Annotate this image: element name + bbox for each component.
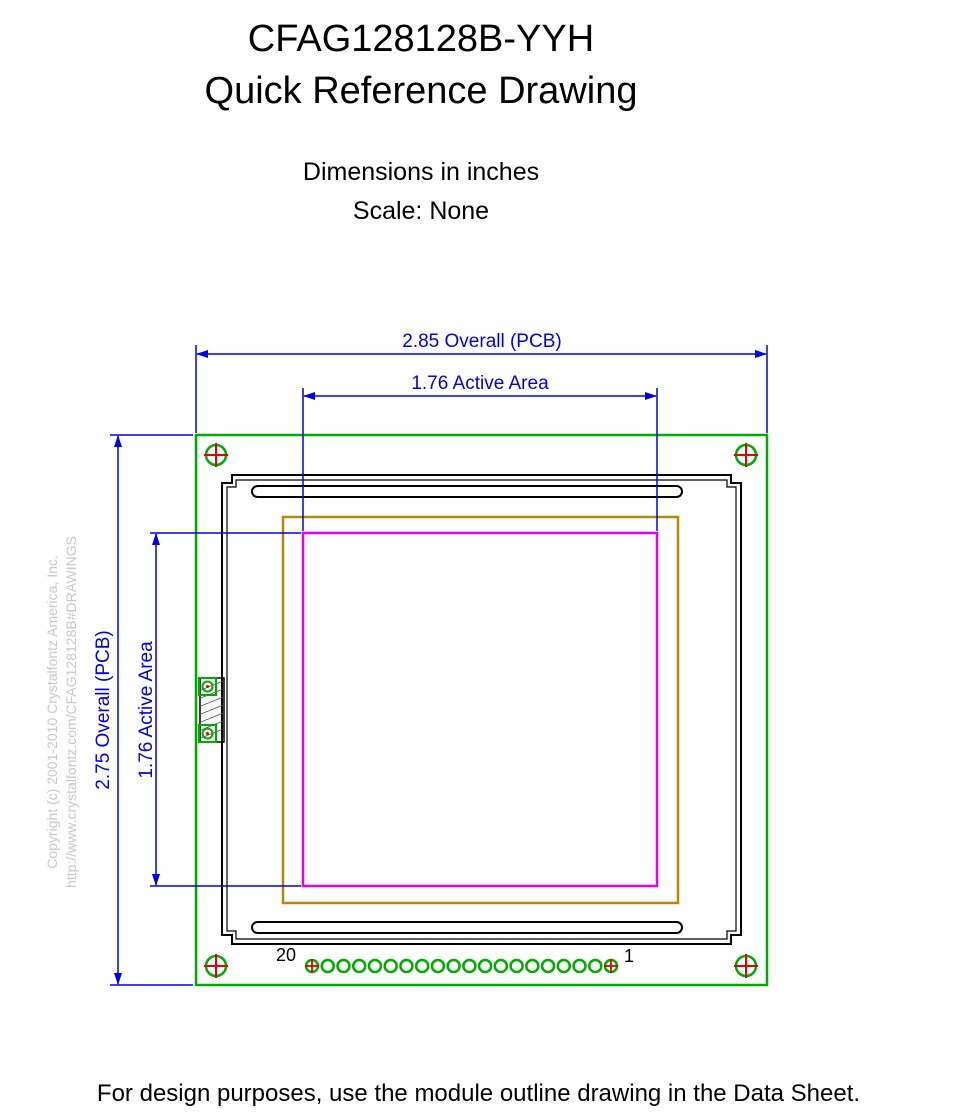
mounting-hole	[734, 954, 758, 978]
copyright-line: Copyright (c) 2001-2010 Crystalfontz Ame…	[44, 555, 60, 869]
mounting-hole	[204, 954, 228, 978]
units-note: Dimensions in inches	[302, 158, 540, 186]
pcb-outline	[194, 433, 769, 987]
active-height-label: 1.76 Active Area	[136, 641, 157, 779]
scale-note: Scale: None	[352, 197, 490, 225]
side-connector	[198, 677, 225, 743]
connector-pin	[336, 958, 351, 974]
overall-width-label: 2.85 Overall (PCB)	[402, 331, 561, 352]
connector-pin	[320, 958, 335, 974]
connector-pin	[304, 958, 320, 974]
connector-pin	[399, 958, 414, 974]
connector-pin	[367, 958, 383, 974]
connector-pin	[588, 958, 603, 974]
mounting-hole	[734, 443, 758, 467]
connector-pin	[446, 958, 461, 974]
active-area	[301, 531, 659, 888]
overall-height-label: 2.75 Overall (PCB)	[93, 630, 114, 789]
active-width-label: 1.76 Active Area	[411, 373, 549, 394]
overall-width-dimension	[195, 345, 768, 433]
pin-label-first: 1	[624, 946, 634, 966]
footer-note: For design purposes, use the module outl…	[96, 1080, 861, 1107]
connector-pin	[351, 958, 367, 974]
drawing-title: CFAG128128B-YYH	[247, 18, 595, 60]
connector-pin	[462, 958, 477, 974]
connector-pin	[572, 958, 587, 974]
top-slot	[251, 485, 683, 498]
metal-frame	[221, 474, 742, 945]
connector-pin	[603, 958, 619, 974]
connector-pin	[493, 958, 509, 974]
copyright-url: http://www.crystalfontz.com/CFAG128128B#…	[63, 536, 79, 888]
mounting-hole	[204, 443, 228, 467]
pin-label-last: 20	[276, 945, 296, 965]
connector-pin	[383, 958, 398, 974]
active-width-dimension	[302, 388, 658, 531]
connector-pin	[430, 958, 446, 974]
active-height-dimension	[150, 532, 301, 887]
connector-pin	[540, 958, 556, 974]
drawing-subtitle: Quick Reference Drawing	[204, 70, 638, 112]
connector-pin	[414, 958, 430, 974]
overall-height-dimension	[110, 434, 193, 986]
connector-pin	[556, 958, 572, 974]
connector-pin	[477, 958, 493, 974]
viewing-area	[281, 515, 680, 905]
bottom-slot	[251, 921, 683, 934]
connector-pin	[509, 958, 524, 974]
connector-pin	[525, 958, 540, 974]
